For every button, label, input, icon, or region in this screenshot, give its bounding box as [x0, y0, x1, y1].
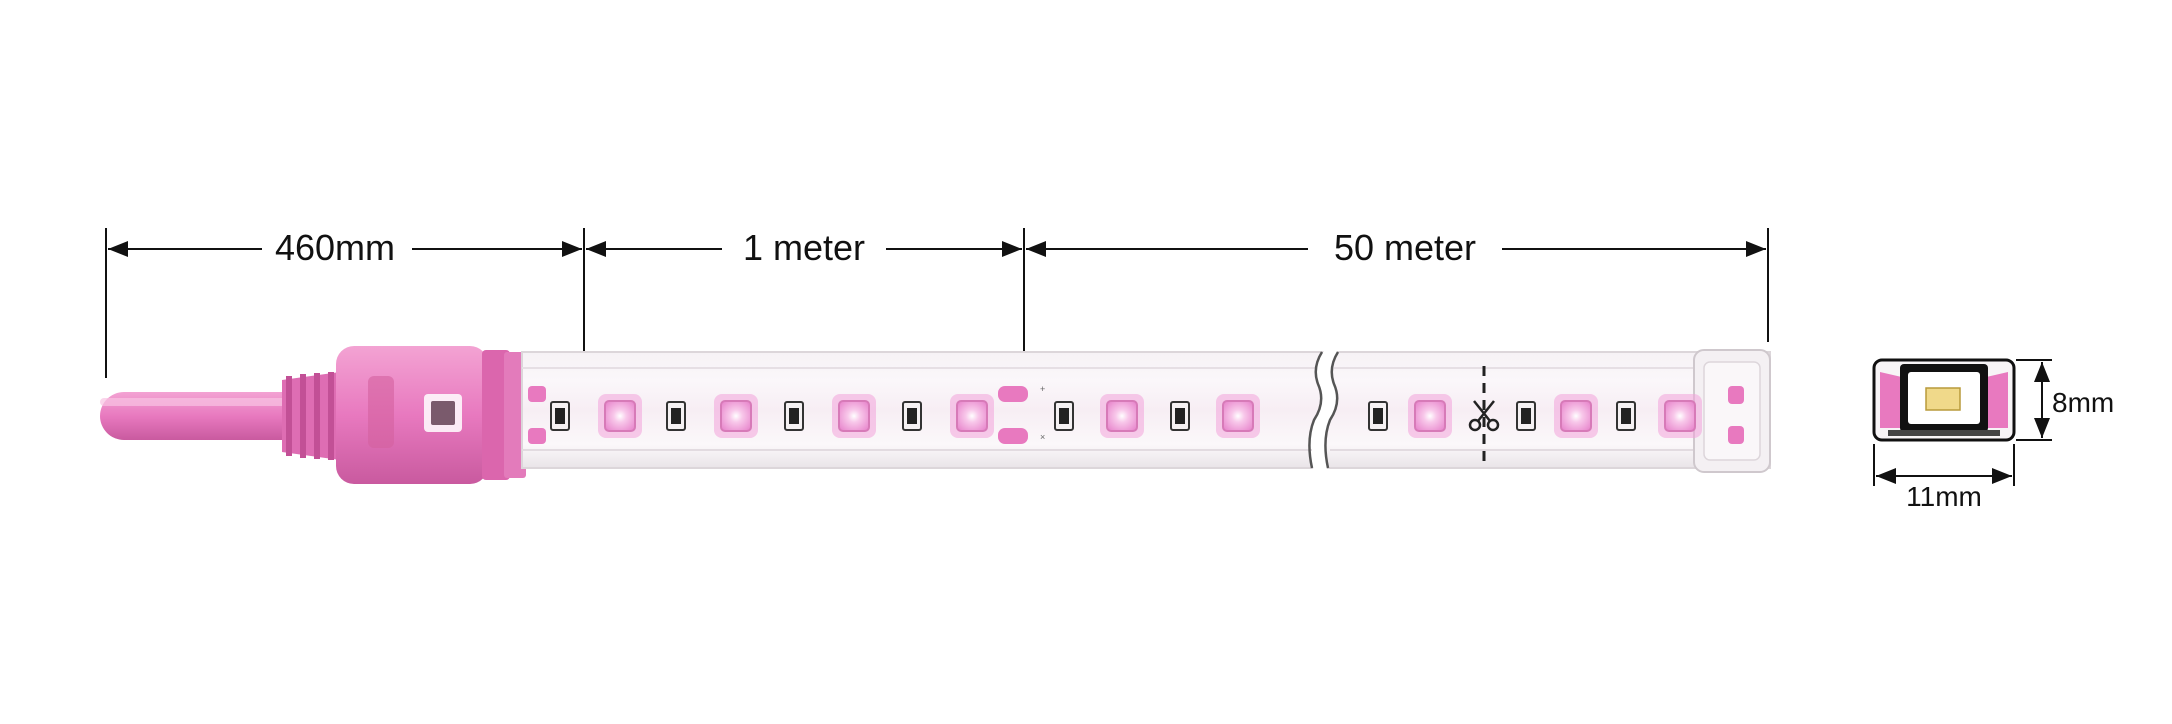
led-chip: [1560, 400, 1592, 432]
svg-text:×: ×: [1040, 432, 1045, 442]
resistor-body: [1621, 408, 1631, 424]
led-chip: [604, 400, 636, 432]
max-run-label: 50 meter: [1334, 227, 1476, 268]
led-chip: [1222, 400, 1254, 432]
led-chip: [956, 400, 988, 432]
cut-length-label: 1 meter: [743, 227, 865, 268]
resistor-body: [555, 408, 565, 424]
solder-pads-right: [1728, 386, 1744, 444]
led-chip: [1106, 400, 1138, 432]
cut-point-pads: + ×: [998, 384, 1045, 444]
dimension-lines: [105, 228, 1769, 378]
resistor-body: [789, 408, 799, 424]
resistor-body: [907, 408, 917, 424]
led-chip: [838, 400, 870, 432]
cable-length-label: 460mm: [275, 227, 395, 268]
led-chips: [598, 394, 1702, 438]
profile-width-label: 11mm: [1906, 481, 1982, 512]
resistor-body: [671, 408, 681, 424]
profile-height-label: 8mm: [2052, 387, 2114, 418]
profile-dimension-lines: [1873, 359, 2052, 486]
resistor-body: [1373, 408, 1383, 424]
resistor-body: [1175, 408, 1185, 424]
connector-plug: [282, 346, 526, 484]
led-strip-tube: [521, 349, 1771, 473]
scissors-icon: [1468, 400, 1500, 432]
resistor-chips: [550, 401, 1636, 431]
resistor-body: [1521, 408, 1531, 424]
led-chip: [1664, 400, 1696, 432]
solder-pads-left: [528, 386, 546, 444]
svg-text:+: +: [1040, 384, 1045, 394]
led-chip: [1414, 400, 1446, 432]
power-cable: [100, 392, 340, 440]
cross-section-profile: [1872, 358, 2016, 442]
resistor-body: [1059, 408, 1069, 424]
led-chip: [720, 400, 752, 432]
